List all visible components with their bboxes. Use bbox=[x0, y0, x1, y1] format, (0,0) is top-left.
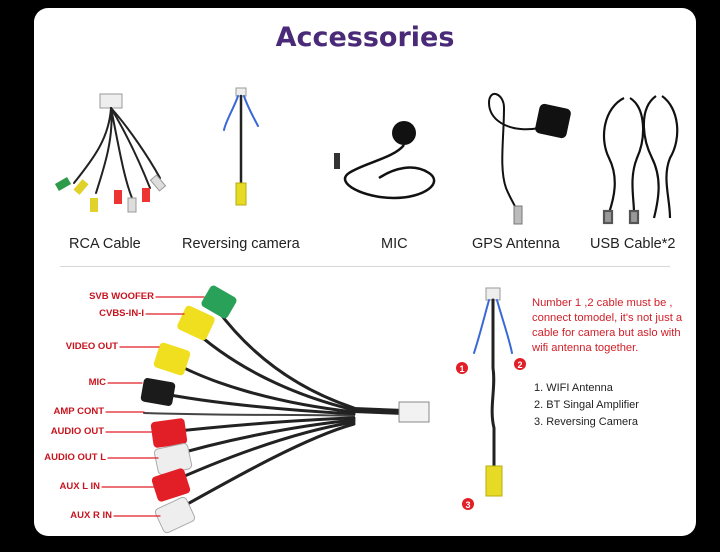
label-svb-woofer: SVB WOOFER bbox=[89, 291, 154, 302]
marker-3-label: 3 bbox=[465, 500, 470, 510]
cable-note: Number 1 ,2 cable must be , connect tomo… bbox=[532, 297, 683, 354]
label-audio-out-l: AUDIO OUT L bbox=[44, 452, 106, 463]
marker-1 bbox=[456, 362, 468, 374]
illustrations: 1 2 3 bbox=[54, 87, 679, 534]
caption-reversing-camera: Reversing camera bbox=[182, 236, 300, 252]
camera-cable-image: 1 2 3 bbox=[456, 287, 526, 510]
caption-mic: MIC bbox=[381, 236, 408, 252]
page-title: Accessories bbox=[275, 22, 455, 53]
cable-items-list: 1. WIFI Antenna 2. BT Singal Amplifier 3… bbox=[534, 380, 639, 431]
marker-1-label: 1 bbox=[459, 364, 464, 374]
label-mic: MIC bbox=[88, 377, 106, 388]
accessories-card: Accessories bbox=[34, 8, 696, 536]
gps-antenna-image bbox=[487, 93, 571, 225]
rca-harness-image bbox=[101, 285, 430, 534]
label-video-out: VIDEO OUT bbox=[65, 341, 118, 352]
marker-2 bbox=[514, 358, 526, 370]
marker-3 bbox=[462, 498, 474, 510]
caption-gps-antenna: GPS Antenna bbox=[472, 236, 560, 252]
label-aux-l-in: AUX L IN bbox=[59, 481, 100, 492]
cable-item-bt-amplifier: 2. BT Singal Amplifier bbox=[534, 399, 639, 411]
caption-rca-cable: RCA Cable bbox=[69, 236, 141, 252]
section-divider bbox=[60, 266, 670, 267]
reversing-camera-cable-image bbox=[223, 87, 259, 206]
cable-item-reversing-camera: 3. Reversing Camera bbox=[534, 416, 638, 428]
rca-cable-image bbox=[54, 93, 167, 213]
mic-image bbox=[334, 121, 436, 200]
label-aux-r-in: AUX R IN bbox=[70, 510, 112, 521]
label-audio-out: AUDIO OUT bbox=[50, 426, 104, 437]
usb-cable-image bbox=[602, 95, 679, 225]
label-amp-cont: AMP CONT bbox=[53, 406, 105, 417]
marker-2-label: 2 bbox=[517, 360, 522, 370]
caption-usb-cable: USB Cable*2 bbox=[590, 236, 676, 252]
cable-item-wifi-antenna: 1. WIFI Antenna bbox=[534, 382, 613, 394]
label-cvbs-in: CVBS-IN-I bbox=[99, 308, 144, 319]
